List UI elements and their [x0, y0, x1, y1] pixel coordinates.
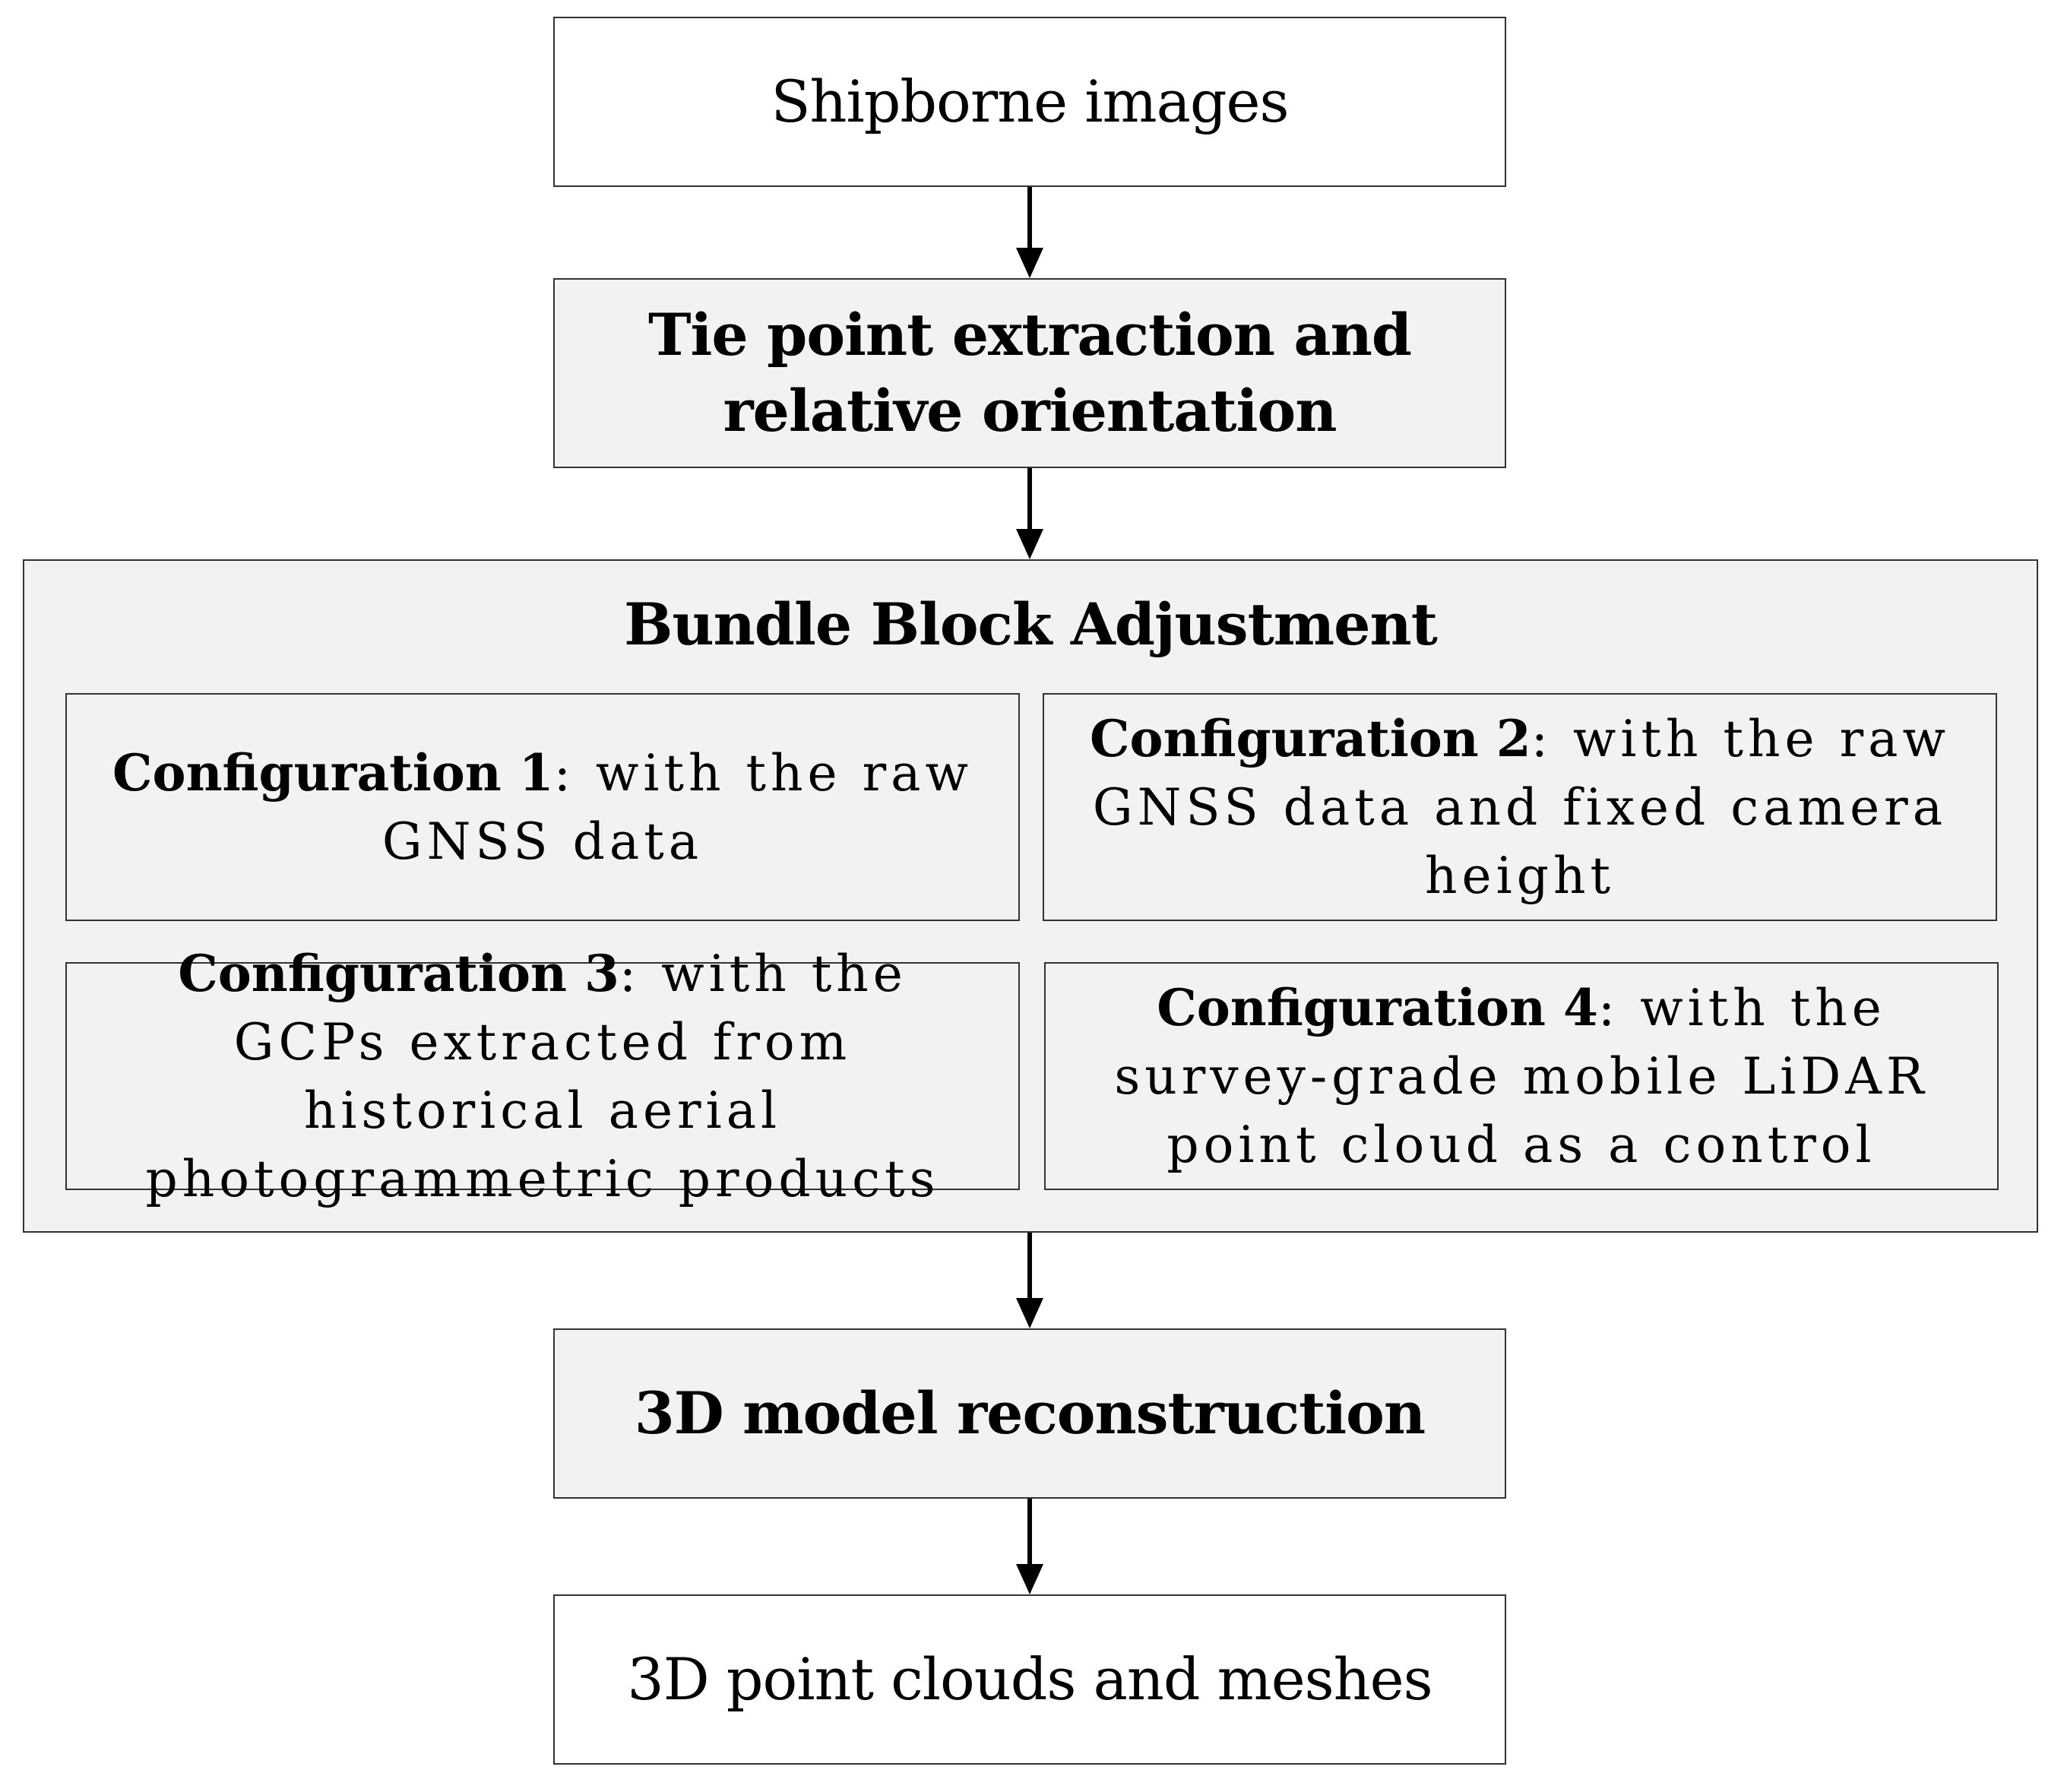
tie-point-label: Tie point extraction and relative orient…	[647, 301, 1412, 445]
configuration-1-label: Configuration 1	[112, 742, 554, 803]
configuration-2-box: Configuration 2: with the raw GNSS data …	[1043, 693, 1997, 921]
configuration-2-label: Configuration 2	[1090, 708, 1531, 768]
arrow-down-1	[1016, 187, 1043, 278]
model-reconstruction-box: 3D model reconstruction	[553, 1328, 1506, 1499]
configuration-1-text: Configuration 1: with the raw GNSS data	[97, 739, 988, 876]
arrow-down-2	[1016, 468, 1043, 559]
configuration-1-box: Configuration 1: with the raw GNSS data	[65, 693, 1020, 921]
arrow-down-3	[1016, 1233, 1043, 1328]
configuration-1-description: : with the raw GNSS data	[381, 743, 973, 871]
model-reconstruction-label: 3D model reconstruction	[634, 1379, 1426, 1447]
configuration-4-description: : with the survey-grade mobile LiDAR poi…	[1114, 978, 1929, 1174]
bundle-block-adjustment-group: Bundle Block Adjustment Configuration 1:…	[23, 559, 2038, 1233]
tie-point-box: Tie point extraction and relative orient…	[553, 278, 1506, 468]
configuration-4-box: Configuration 4: with the survey-grade m…	[1044, 962, 1999, 1190]
configuration-2-description: : with the raw GNSS data and fixed camer…	[1092, 709, 1950, 905]
bundle-block-adjustment-title: Bundle Block Adjustment	[624, 590, 1438, 658]
point-clouds-meshes-label: 3D point clouds and meshes	[627, 1645, 1432, 1713]
configuration-3-label: Configuration 3	[178, 943, 619, 1003]
configuration-3-description: : with the GCPs extracted from historica…	[145, 944, 940, 1208]
configuration-4-text: Configuration 4: with the survey-grade m…	[1076, 974, 1967, 1179]
configuration-2-text: Configuration 2: with the raw GNSS data …	[1075, 704, 1965, 910]
configuration-4-label: Configuration 4	[1157, 977, 1598, 1037]
configuration-3-text: Configuration 3: with the GCPs extracted…	[97, 939, 988, 1214]
configuration-3-box: Configuration 3: with the GCPs extracted…	[65, 944, 1020, 1208]
point-clouds-meshes-box: 3D point clouds and meshes	[553, 1594, 1506, 1765]
shipborne-images-box: Shipborne images	[553, 17, 1506, 187]
arrow-down-4	[1016, 1499, 1043, 1594]
shipborne-images-label: Shipborne images	[771, 68, 1289, 135]
